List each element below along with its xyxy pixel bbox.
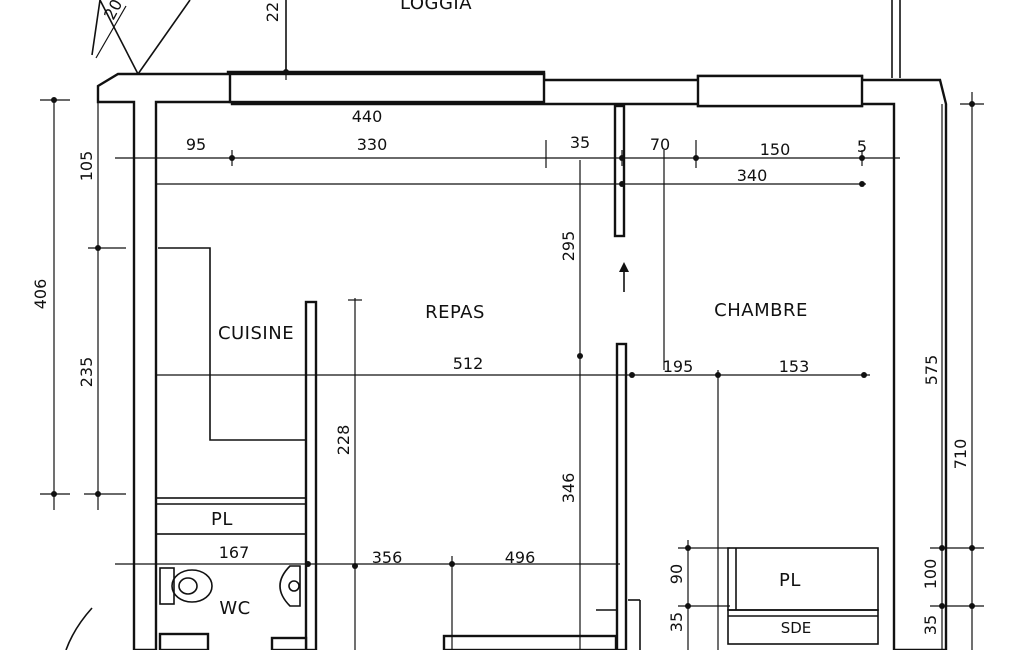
exterior-wall-top — [96, 70, 948, 650]
dim-label-356: 356 — [372, 548, 403, 567]
room-label-loggia: LOGGIA — [400, 0, 472, 14]
door-arrow-icon — [619, 262, 629, 292]
room-label-wc: WC — [219, 598, 250, 619]
room-label-cuisine: CUISINE — [218, 323, 294, 344]
dim-label-70: 70 — [650, 135, 670, 154]
dim-label-35-sde: 35 — [667, 612, 686, 632]
room-label-sde: SDE — [781, 619, 812, 637]
room-label-pl-left: PL — [211, 509, 233, 530]
toilet-icon — [159, 567, 213, 605]
dim-label-90: 90 — [667, 564, 686, 584]
dim-label-406: 406 — [31, 279, 50, 310]
dim-label-440: 440 — [352, 107, 383, 126]
interior-walls — [155, 104, 879, 650]
room-label-chambre: CHAMBRE — [714, 300, 808, 321]
dim-label-22: 22 — [263, 2, 282, 22]
room-label-pl-right: PL — [779, 570, 801, 591]
dim-label-346: 346 — [559, 473, 578, 504]
dim-label-20: 20 — [100, 0, 126, 23]
washbasin-icon — [279, 565, 301, 607]
dim-label-35-top: 35 — [570, 133, 590, 152]
dim-label-295: 295 — [559, 231, 578, 262]
dim-label-100: 100 — [921, 559, 940, 590]
dim-label-340: 340 — [737, 166, 768, 185]
dim-label-330: 330 — [357, 135, 388, 154]
dim-label-195: 195 — [663, 357, 694, 376]
dim-label-575: 575 — [922, 355, 941, 386]
dim-label-235: 235 — [77, 357, 96, 388]
loggia-area — [91, 0, 901, 78]
dim-label-95: 95 — [186, 135, 206, 154]
dim-label-496: 496 — [505, 548, 536, 567]
dim-label-710: 710 — [951, 439, 970, 470]
door-swing — [65, 607, 93, 650]
dim-label-5: 5 — [857, 137, 867, 156]
dim-label-153: 153 — [779, 357, 810, 376]
room-label-repas: REPAS — [425, 302, 485, 323]
dim-label-150: 150 — [760, 140, 791, 159]
dim-label-228: 228 — [334, 425, 353, 456]
dimension-lines — [40, 60, 984, 650]
dim-label-35-right: 35 — [921, 615, 940, 635]
dim-label-512: 512 — [453, 354, 484, 373]
dim-label-167: 167 — [219, 543, 250, 562]
dim-label-105: 105 — [77, 151, 96, 182]
